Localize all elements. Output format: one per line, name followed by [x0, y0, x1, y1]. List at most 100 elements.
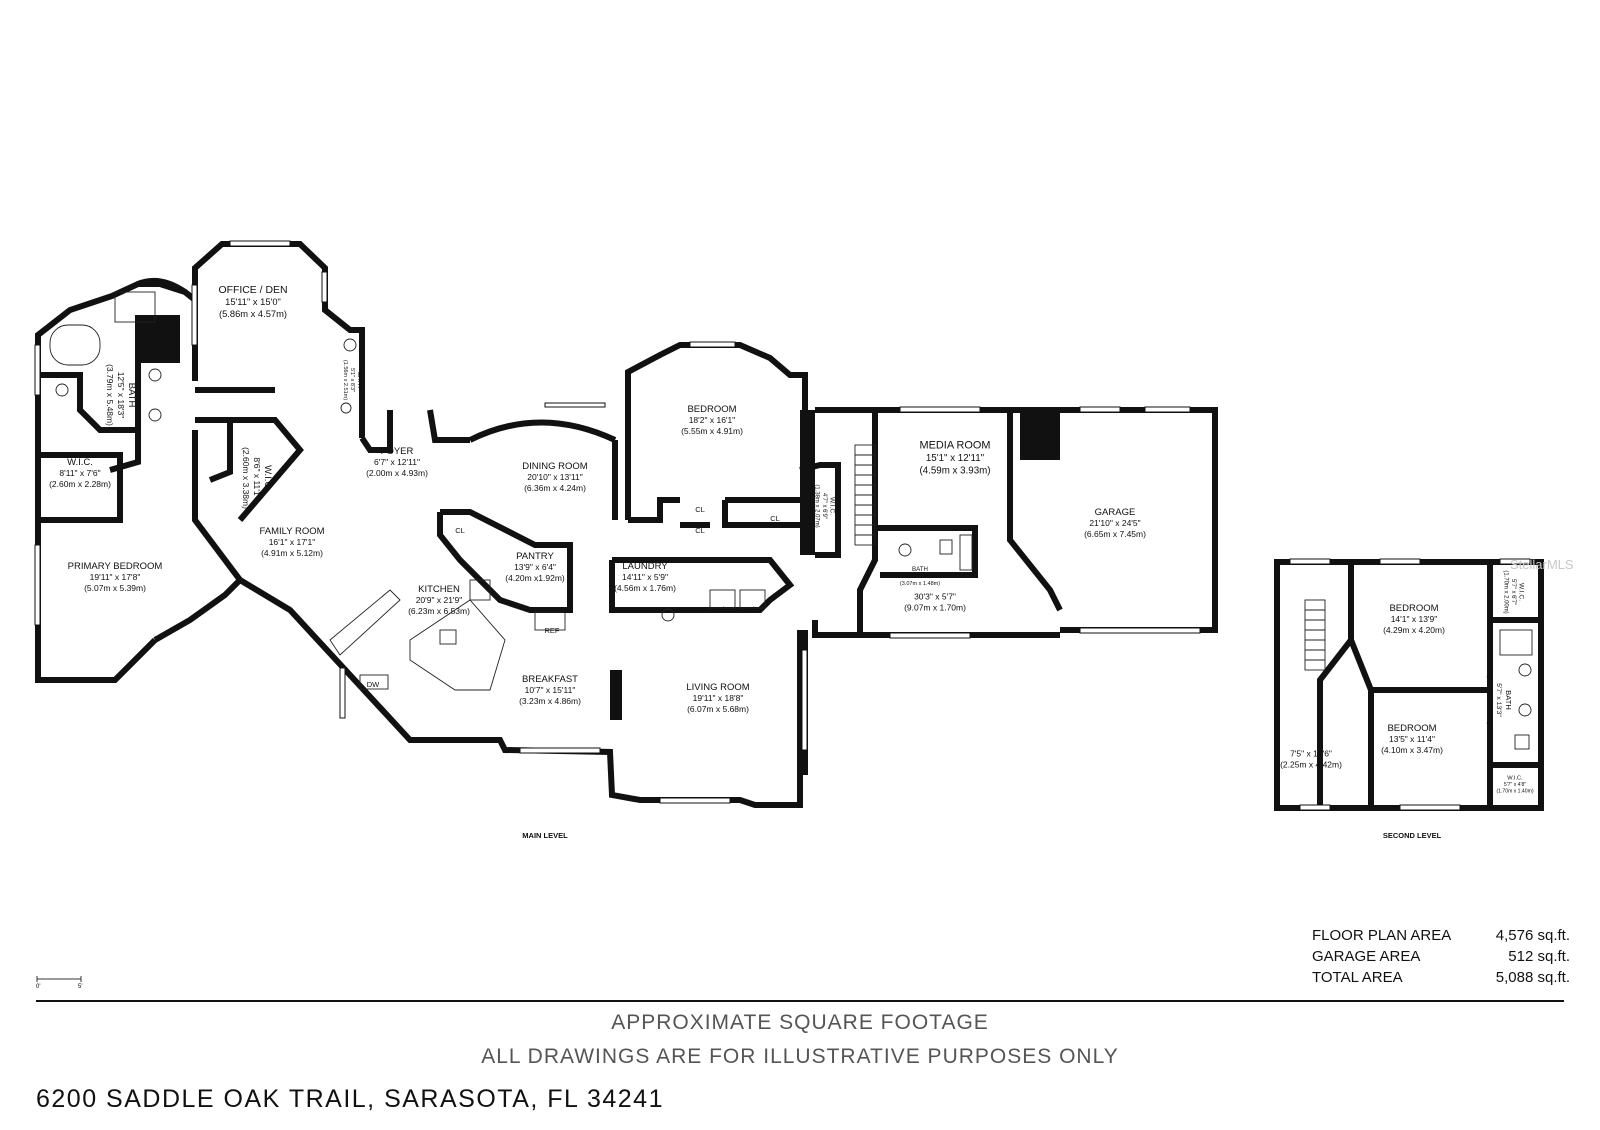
room-dims: 6'7" x 12'11" [374, 457, 420, 467]
scale-bar: 0' 5' [36, 976, 82, 989]
room-dims: 5'1" x 8'3" [349, 368, 355, 392]
room-dims: 13'5" x 11'4" [1389, 734, 1435, 744]
room-metric: (4.91m x 5.12m) [261, 548, 323, 558]
room-metric: (1.70m x 1.40m) [1496, 789, 1533, 795]
room-name: OFFICE / DEN [218, 285, 287, 296]
room-name: DINING ROOM [522, 461, 588, 472]
room-name: BATH [1504, 690, 1513, 710]
room-metric: (4.59m x 3.93m) [919, 466, 990, 477]
room-label-l2-wic1: W.I.C.5'7" x 6'7"(1.70m x 2.00m) [1502, 570, 1524, 613]
area-row-garage: GARAGE AREA 512 sq.ft. [1312, 946, 1570, 967]
room-dims: 8'6" x 11'1" [252, 457, 262, 498]
room-metric: (5.55m x 4.91m) [681, 426, 743, 436]
area-value: 5,088 sq.ft. [1495, 969, 1570, 986]
room-name: PANTRY [516, 551, 554, 562]
room-metric: (2.00m x 4.93m) [366, 468, 428, 478]
area-summary: FLOOR PLAN AREA 4,576 sq.ft. GARAGE AREA… [1312, 925, 1570, 988]
room-name: W.I.C. [262, 465, 273, 491]
room-metric: (2.25m x 4.42m) [1280, 760, 1342, 770]
room-metric: (6.07m x 5.68m) [687, 704, 749, 714]
room-dims: 12'5" x 18'3" [116, 372, 126, 419]
fixture-labels: CL CL CL CL REF W/D W/D DW [367, 505, 780, 689]
main-level-label: MAIN LEVEL [522, 831, 568, 840]
area-label: FLOOR PLAN AREA [1312, 927, 1452, 944]
room-dims: 20'10" x 13'11" [527, 472, 582, 482]
second-level-label: SECOND LEVEL [1383, 831, 1442, 840]
room-label-l2-hall: 7'5" x 14'6"(2.25m x 4.42m) [1280, 749, 1342, 770]
room-metric: (9.07m x 1.70m) [904, 603, 966, 613]
room-dims: 15'11" x 15'0" [225, 297, 281, 307]
washer-dryer-label: W/D [745, 605, 760, 614]
room-dims: 19'11" x 17'8" [90, 572, 141, 582]
washer-dryer-label: W/D [715, 605, 730, 614]
scale-start: 0' [36, 984, 40, 989]
room-dims: 18'2" x 16'1" [689, 415, 736, 425]
room-dims: 5'7" x 6'7" [1510, 579, 1516, 605]
room-metric: (5.86m x 4.57m) [219, 309, 287, 319]
room-name: BATH [912, 566, 928, 573]
note-illustrative: ALL DRAWINGS ARE FOR ILLUSTRATIVE PURPOS… [481, 1045, 1119, 1068]
room-name: BEDROOM [687, 404, 736, 415]
room-name: BEDROOM [1389, 603, 1438, 614]
room-dims: 20'9" x 21'9" [416, 595, 463, 605]
room-name: W.I.C. [1518, 583, 1525, 601]
refrigerator-label: REF [545, 626, 560, 635]
room-name: BEDROOM [1387, 723, 1436, 734]
room-metric: (1.70m x 4.03m) [1486, 675, 1493, 724]
room-name: KITCHEN [418, 584, 460, 595]
room-name: W.I.C. [829, 497, 836, 515]
closet-label: CL [455, 526, 465, 535]
room-metric: (1.56m x 2.51m) [342, 360, 348, 400]
room-dims: 13'9" x 6'4" [514, 562, 556, 572]
room-label-wic-bed: W.I.C.4'7" x 6'9"(1.38m x 2.07m) [813, 484, 835, 527]
closet-label: CL [695, 505, 705, 514]
room-dims: 5'7" x 4'8" [1504, 782, 1526, 788]
room-label-l2-wic2: W.I.C.5'7" x 4'8"(1.70m x 1.40m) [1496, 775, 1533, 794]
area-label: TOTAL AREA [1312, 969, 1403, 986]
room-name: BATH [356, 372, 363, 388]
room-metric: (1.70m x 2.00m) [1502, 570, 1508, 613]
room-metric: (1.38m x 2.07m) [813, 484, 819, 527]
scale-end: 5' [78, 984, 82, 989]
room-dims: 16'1" x 17'1" [269, 537, 316, 547]
room-dims: 5'7" x 13'3" [1495, 683, 1502, 717]
room-metric: (6.65m x 7.45m) [1084, 529, 1146, 539]
room-name: MEDIA ROOM [920, 439, 991, 451]
room-label-wic-hall: W.I.C.8'6" x 11'1"(2.60m x 3.38m) [241, 447, 273, 509]
room-metric: (2.60m x 2.28m) [49, 479, 111, 489]
room-dims: 30'3" x 5'7" [914, 592, 956, 602]
area-label: GARAGE AREA [1312, 948, 1421, 965]
dishwasher-label: DW [367, 680, 380, 689]
room-name: W.I.C. [67, 457, 93, 468]
note-approximate: APPROXIMATE SQUARE FOOTAGE [611, 1011, 989, 1034]
room-name: W.I.C. [1507, 775, 1523, 781]
room-metric: (3.07m x 1.48m) [900, 581, 940, 587]
room-name: FAMILY ROOM [259, 526, 324, 537]
closet-label: CL [770, 514, 780, 523]
room-metric: (6.23m x 6.53m) [408, 606, 470, 616]
room-name: FOYER [381, 446, 414, 457]
room-dims: 7'5" x 14'6" [1290, 749, 1332, 759]
room-metric: (6.36m x 4.24m) [524, 483, 586, 493]
room-dims: 8'11" x 7'6" [59, 468, 100, 478]
room-name: PRIMARY BEDROOM [68, 561, 163, 572]
watermark: StellarMLS [1510, 557, 1574, 572]
room-dims: 4'7" x 6'9" [821, 493, 827, 519]
room-label-media: MEDIA ROOM 15'1" x 12'11" (4.59m x 3.93m) [919, 439, 990, 476]
room-metric: (4.10m x 3.47m) [1381, 745, 1443, 755]
area-value: 512 sq.ft. [1508, 948, 1570, 965]
room-dims: 10'7" x 15'11" [525, 685, 576, 695]
room-dims: 15'1" x 12'11" [926, 453, 985, 464]
closet-label: CL [695, 526, 705, 535]
